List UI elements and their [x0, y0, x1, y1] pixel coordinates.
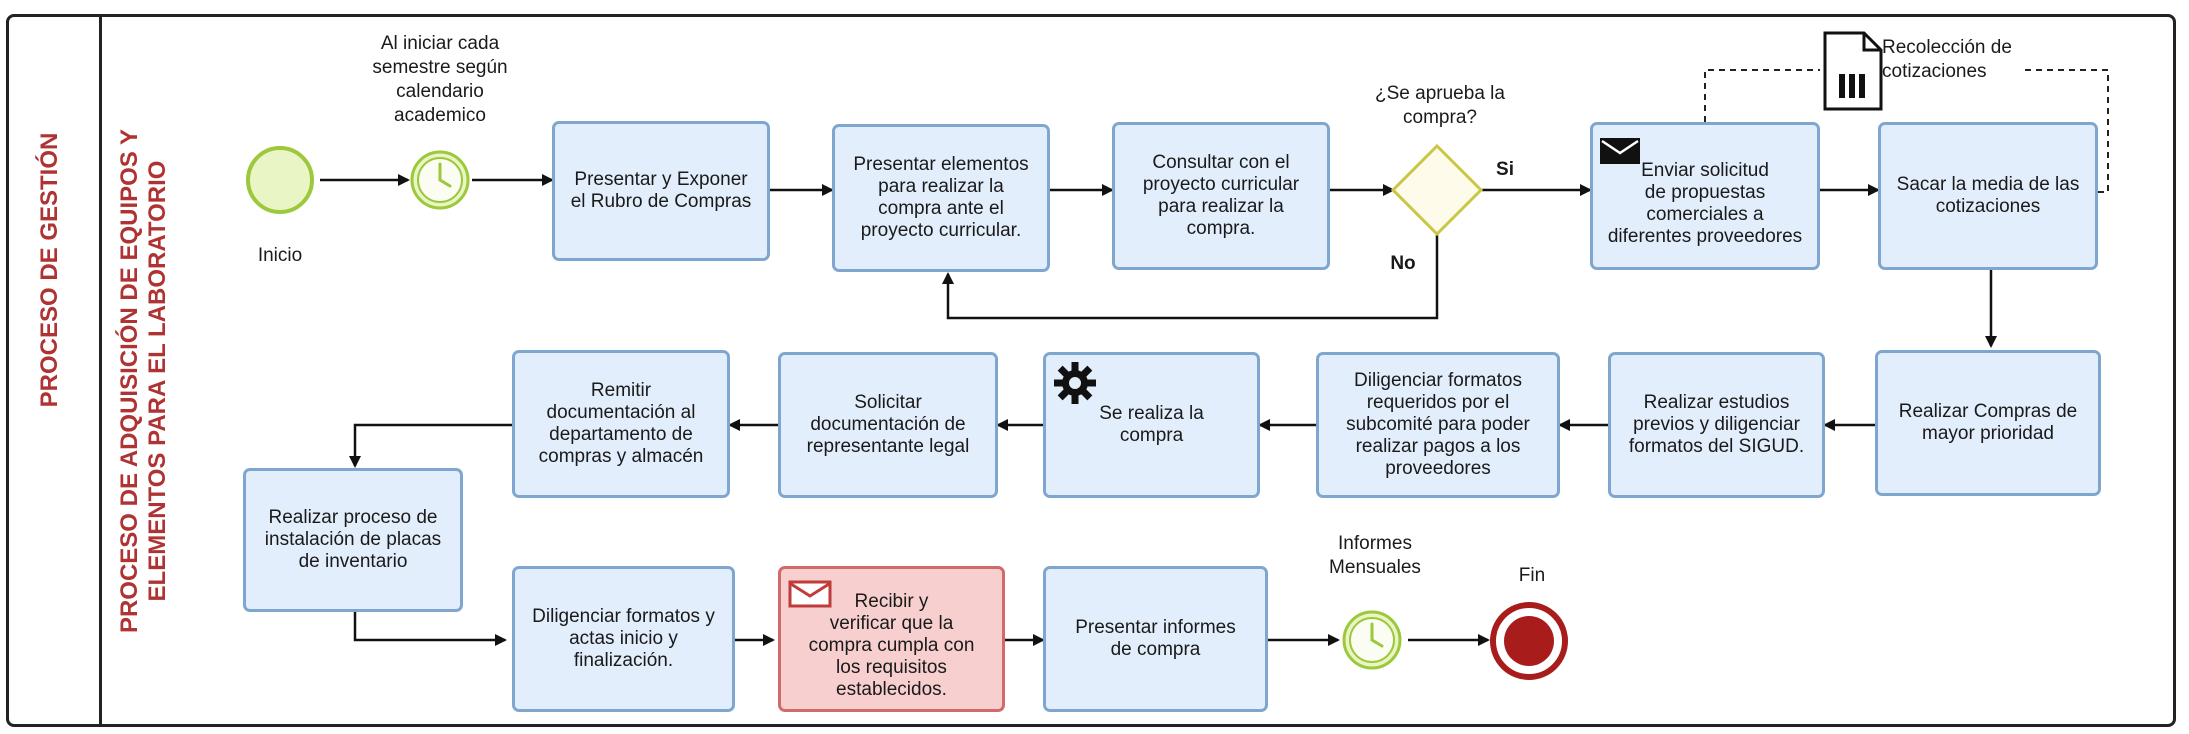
task-label: Consultar con el proyecto curricular par…: [1142, 152, 1300, 239]
task-label: Solicitar documentación de representante…: [806, 392, 970, 457]
flow-gateway-no: [942, 234, 1439, 320]
gear-icon: [1054, 362, 1096, 404]
envelope-icon: [1600, 138, 1640, 164]
envelope-icon: [788, 580, 832, 608]
task-presentar-elementos[interactable]: Presentar elementos para realizar la com…: [832, 124, 1050, 272]
timer-clock-icon: [1342, 610, 1402, 670]
task-solicitar-documentacion[interactable]: Solicitar documentación de representante…: [778, 352, 998, 498]
task-label: Presentar informes de compra: [1075, 617, 1236, 660]
task-remitir-documentacion[interactable]: Remitir documentación al departamento de…: [512, 350, 730, 498]
pool-frame: [6, 14, 2176, 727]
task-label: Remitir documentación al departamento de…: [538, 380, 704, 467]
start-label: Inicio: [257, 245, 303, 266]
task-label: Realizar Compras de mayor prioridad: [1898, 401, 2078, 444]
task-recibir-verificar[interactable]: Recibir y verificar que la compra cumpla…: [778, 566, 1005, 712]
task-label: Diligenciar formatos y actas inicio y fi…: [532, 606, 715, 671]
task-diligenciar-formatos[interactable]: Diligenciar formatos requeridos por el s…: [1316, 352, 1560, 498]
gateway-question: ¿Se aprueba la compra?: [1375, 83, 1505, 128]
task-consultar[interactable]: Consultar con el proyecto curricular par…: [1112, 122, 1330, 270]
end-event-icon: [1490, 602, 1568, 680]
lane-header: [6, 14, 102, 727]
gateway-yes-label: Si: [1496, 159, 1514, 180]
task-label: Realizar proceso de instalación de placa…: [264, 507, 442, 572]
task-presentar-informes[interactable]: Presentar informes de compra: [1043, 566, 1268, 712]
exclusive-gateway-icon: [1390, 143, 1484, 237]
assoc-doc-sacar: [2025, 69, 2109, 193]
task-label: Realizar estudios previos y diligenciar …: [1628, 392, 1805, 457]
document-icon: [1823, 31, 1883, 111]
task-label: Presentar elementos para realizar la com…: [853, 154, 1029, 241]
task-sacar-media[interactable]: Sacar la media de las cotizaciones: [1878, 122, 2098, 270]
timer-clock-icon: [410, 150, 470, 210]
task-label: Sacar la media de las cotizaciones: [1896, 174, 2080, 217]
timer-end-label: Informes Mensuales: [1329, 533, 1421, 578]
flow-remitir-instalacion: [349, 423, 512, 468]
task-label: Diligenciar formatos requeridos por el s…: [1346, 370, 1530, 479]
task-label: Presentar y Exponer el Rubro de Compras: [570, 169, 752, 212]
task-label: Recibir y verificar que la compra cumpla…: [808, 591, 975, 700]
flow-instalacion-actas: [353, 612, 507, 646]
document-label: Recolección de cotizaciones: [1882, 37, 2012, 82]
task-instalacion-placas[interactable]: Realizar proceso de instalación de placa…: [243, 468, 463, 612]
timer-start-label: Al iniciar cada semestre según calendari…: [372, 33, 508, 126]
task-label: Enviar solicitud de propuestas comercial…: [1607, 160, 1803, 247]
task-presentar-exponer[interactable]: Presentar y Exponer el Rubro de Compras: [552, 121, 770, 261]
task-realizar-estudios[interactable]: Realizar estudios previos y diligenciar …: [1608, 352, 1825, 498]
start-event-icon: [246, 146, 314, 214]
task-diligenciar-actas[interactable]: Diligenciar formatos y actas inicio y fi…: [512, 566, 735, 712]
task-realizar-compras[interactable]: Realizar Compras de mayor prioridad: [1875, 350, 2101, 496]
gateway-no-label: No: [1390, 253, 1416, 274]
assoc-enviar-doc: [1704, 69, 1820, 122]
task-label: Se realiza la compra: [1099, 403, 1204, 446]
end-label: Fin: [1518, 565, 1546, 586]
